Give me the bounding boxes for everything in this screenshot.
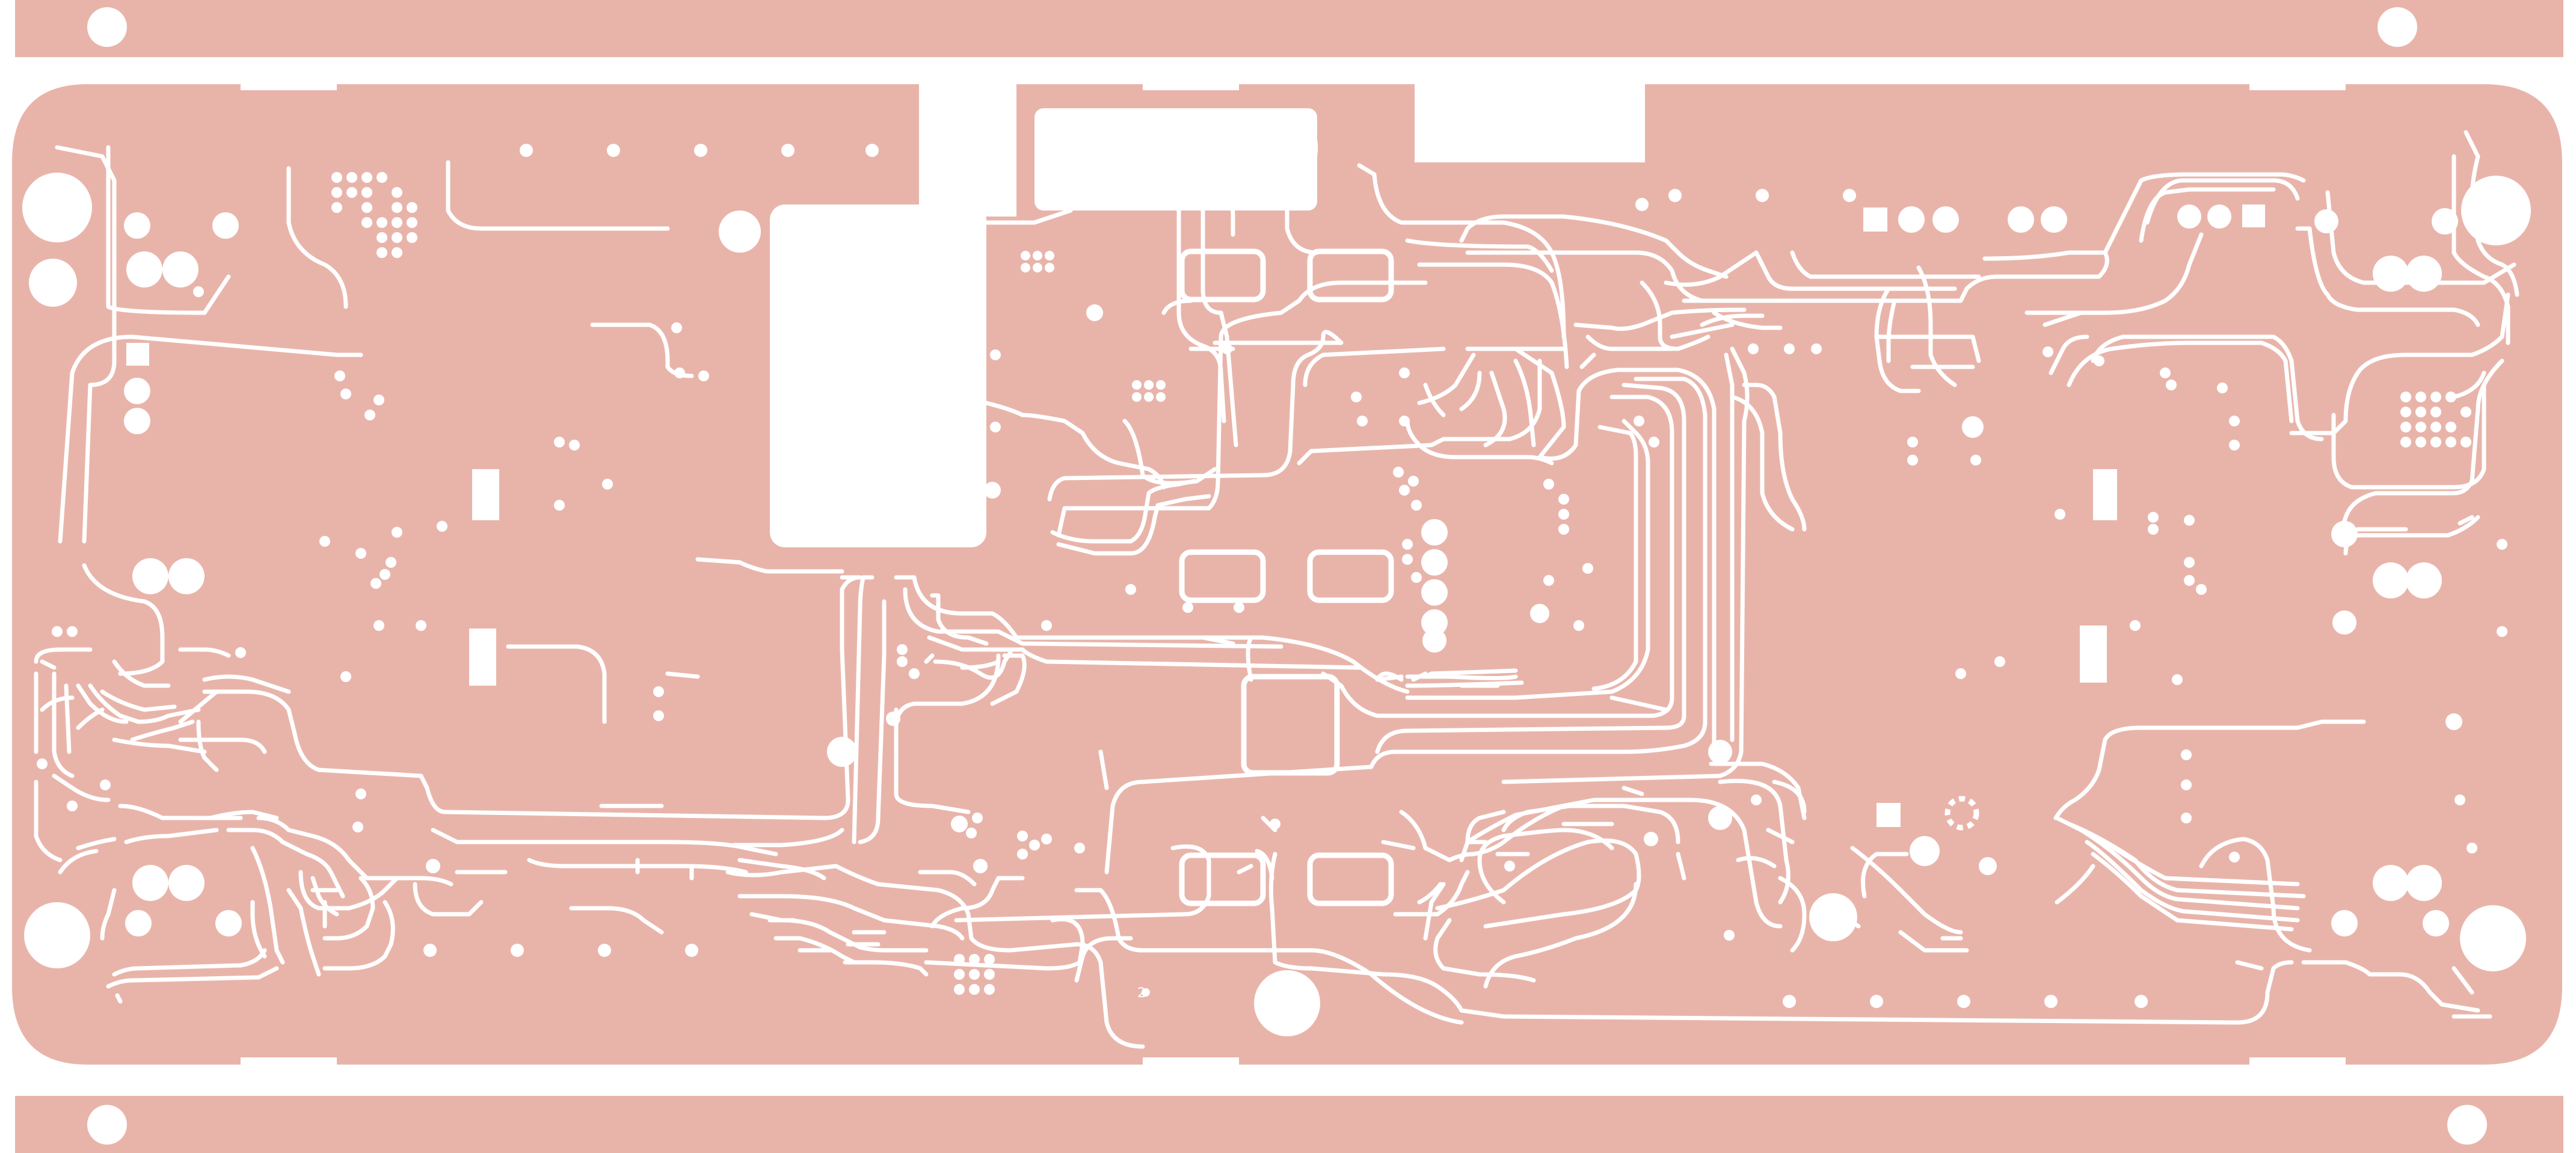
breakaway-tabs bbox=[241, 83, 2346, 1065]
rail-mounting-hole bbox=[2378, 7, 2417, 47]
shield-can-outline bbox=[1275, 108, 1318, 180]
top-panel-rail bbox=[15, 0, 2563, 57]
ic-footprints bbox=[469, 469, 2117, 686]
bottom-panel-rail bbox=[15, 1096, 2563, 1153]
shield-keepout bbox=[1034, 108, 1317, 211]
pin-array-right bbox=[2400, 392, 2471, 447]
main-board: 2 bbox=[12, 83, 2562, 1065]
keepout-signal-lines bbox=[786, 125, 1133, 381]
component-pads bbox=[124, 204, 2458, 936]
traces bbox=[34, 130, 2519, 1049]
copper-pour bbox=[12, 84, 2562, 1065]
rail-mounting-hole bbox=[87, 1105, 127, 1145]
mounting-holes bbox=[22, 173, 2531, 1036]
designator-label: 2 bbox=[1137, 986, 1146, 1001]
rail-mounting-hole bbox=[2447, 1105, 2487, 1145]
rail-mounting-hole bbox=[87, 7, 127, 47]
pin-array-center bbox=[1021, 251, 1166, 402]
pad-outlines bbox=[1179, 248, 1394, 906]
pin-array-bottom bbox=[954, 954, 995, 995]
pin-array-left bbox=[331, 172, 417, 258]
connector-keepout bbox=[770, 204, 986, 547]
